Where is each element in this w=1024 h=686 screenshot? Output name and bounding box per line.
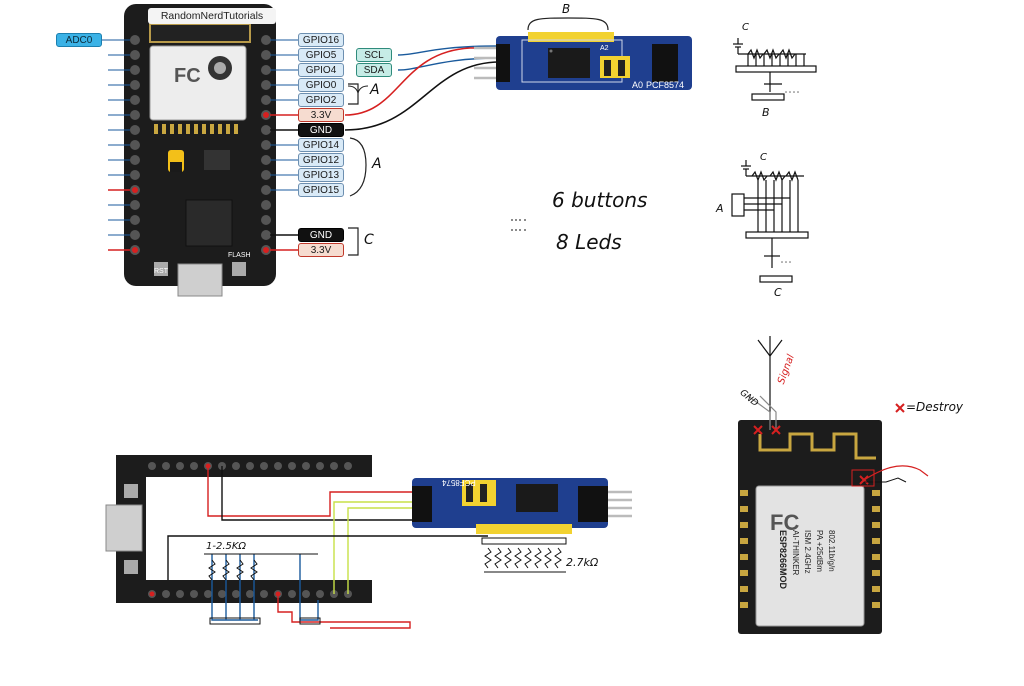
pcf8574-bottom-board	[412, 478, 632, 534]
nodemcu-top-board: FC	[124, 4, 276, 297]
gpio5-label: GPIO5	[298, 48, 344, 62]
pcf8574-top-board: A0 PCF8574 A2	[474, 32, 692, 90]
gpio15-label: GPIO15	[298, 183, 344, 197]
sketch2-a-letter: A	[716, 202, 724, 215]
sketch2-c-letter: C	[760, 152, 767, 163]
gpio0-label: GPIO0	[298, 78, 344, 92]
antenna-sketch	[747, 336, 783, 430]
top-gnd-label: GND	[298, 123, 344, 137]
gpio12-label: GPIO12	[298, 153, 344, 167]
led-resistor-comb	[481, 537, 567, 573]
scribble-dots	[511, 219, 526, 231]
esp-module-name: ESP8266MOD	[778, 530, 788, 590]
group-b-top-letter: B	[562, 2, 571, 16]
buttons-note: 6 buttons	[552, 188, 648, 212]
ohm-note: 2.7kΩ	[566, 556, 599, 569]
svg-text:A2: A2	[600, 45, 609, 52]
esp-module-ism: ISM 2.4GHz	[803, 530, 812, 574]
leds-note: 8 Leds	[556, 230, 622, 254]
sketch1-c-letter: C	[742, 22, 749, 33]
pcf-top-chip: PCF8574	[646, 80, 684, 90]
resistor-range-note: 1-2.5KΩ	[206, 541, 247, 552]
gpio13-label: GPIO13	[298, 168, 344, 182]
svg-text:FC: FC	[770, 510, 799, 535]
gpio14-label: GPIO14	[298, 138, 344, 152]
bottom-board-bottom-pins	[148, 590, 352, 598]
esp-module-wifi-std: 802.11b/g/n	[827, 530, 836, 572]
bottom-board-top-pins	[148, 462, 352, 470]
sketch1-b-letter: B	[762, 106, 770, 119]
flash-button-label: FLASH	[228, 252, 251, 259]
group-a-mid-letter: A	[372, 156, 382, 172]
adc0-label: ADC0	[56, 33, 102, 47]
gpio2-label: GPIO2	[298, 93, 344, 107]
pcf-bottom-chip-label: PCF8574	[442, 478, 476, 487]
nodemcu-bottom-board	[105, 455, 372, 603]
board-brand-label: RandomNerdTutorials	[148, 8, 276, 24]
group-a-top-letter: A	[370, 82, 380, 98]
svg-text:FC: FC	[174, 65, 201, 87]
sketch2-c-bottom-letter: C	[774, 286, 782, 299]
scl-label: SCL	[356, 48, 392, 62]
destroy-note: =Destroy	[906, 400, 964, 414]
esp-module-vendor: AI-THINKER	[791, 530, 800, 576]
esp-module-pa: PA +25dBm	[815, 530, 824, 572]
button-sketch-2	[731, 160, 809, 283]
sda-label: SDA	[356, 63, 392, 77]
pcf-top-addr: A0	[632, 80, 643, 90]
rst-button-label: RST	[154, 268, 168, 275]
gpio4-label: GPIO4	[298, 63, 344, 77]
esp12-module: FC	[738, 420, 882, 634]
top-3v3-label: 3.3V	[298, 108, 344, 122]
bottom-3v3-label: 3.3V	[298, 243, 344, 257]
bottom-gnd-label: GND	[298, 228, 344, 242]
button-sketch-1	[733, 38, 817, 101]
gpio16-label: GPIO16	[298, 33, 344, 47]
group-c-letter: C	[364, 232, 374, 248]
